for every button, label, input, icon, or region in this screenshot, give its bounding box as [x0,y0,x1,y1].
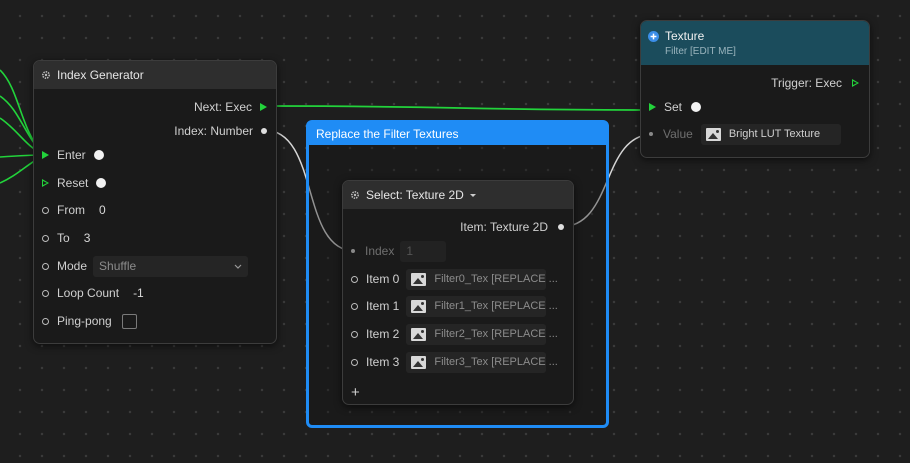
enter-input[interactable]: Enter [34,144,276,166]
trigger-exec-label: Trigger: Exec [771,76,842,90]
reset-input[interactable]: Reset [34,172,276,194]
index-value-field[interactable]: 1 [400,240,447,262]
next-exec-label: Next: Exec [193,100,252,114]
texture-icon [705,127,721,141]
mode-dropdown[interactable]: Shuffle [93,255,249,277]
reset-port[interactable] [42,179,49,187]
index-generator-header[interactable]: Index Generator [34,61,276,89]
next-exec-port[interactable] [260,103,267,111]
from-input[interactable]: From 0 [34,199,276,221]
texture-icon [411,272,427,286]
index-number-output[interactable]: Index: Number [34,120,276,142]
item-0-texture-field[interactable]: Filter0_Tex [REPLACE ... [406,268,558,290]
plus-circle-icon [648,30,659,42]
item-2-input[interactable]: Item 2 Filter2_Tex [REPLACE ... [343,323,573,345]
reset-label: Reset [57,176,89,190]
select-node-header[interactable]: Select: Texture 2D [343,181,573,209]
item-output-port[interactable] [558,224,564,230]
loop-count-input[interactable]: Loop Count -1 [34,282,276,304]
enter-trigger-button[interactable] [93,150,104,160]
ping-pong-label: Ping-pong [57,314,112,328]
to-port[interactable] [42,234,49,242]
loop-count-label: Loop Count [57,286,120,300]
item-output[interactable]: Item: Texture 2D [343,216,573,238]
mode-input[interactable]: Mode Shuffle [34,255,276,277]
set-label: Set [664,100,683,114]
index-port[interactable] [351,249,355,253]
index-label: Index [365,244,395,258]
loop-count-value-field[interactable]: -1 [133,286,144,300]
item-3-value: Filter3_Tex [REPLACE ... [434,356,558,368]
item-3-texture-field[interactable]: Filter3_Tex [REPLACE ... [406,351,558,373]
item-1-port[interactable] [351,302,358,310]
ping-pong-checkbox[interactable] [121,313,137,329]
item-3-port[interactable] [351,358,358,366]
texture-icon [411,327,427,341]
set-port[interactable] [649,103,656,111]
next-exec-output[interactable]: Next: Exec [34,96,276,118]
set-input[interactable]: Set [641,96,869,118]
group-title[interactable]: Replace the Filter Textures [309,123,606,145]
item-0-label: Item 0 [366,272,400,286]
index-generator-node[interactable]: Index Generator Next: Exec Index: Number… [33,60,277,344]
exec-wire-next-to-set [267,105,653,111]
enter-port[interactable] [42,151,49,159]
trigger-exec-output[interactable]: Trigger: Exec [641,72,869,94]
texture-icon [411,355,427,369]
enter-label: Enter [57,148,86,162]
texture-icon [411,299,427,313]
ping-pong-port[interactable] [42,317,49,325]
texture-node-header[interactable]: Texture Filter [EDIT ME] [641,21,869,65]
add-item-button[interactable]: + [351,383,360,401]
from-label: From [57,203,85,217]
from-port[interactable] [42,206,49,214]
item-1-input[interactable]: Item 1 Filter1_Tex [REPLACE ... [343,295,573,317]
value-texture-name: Bright LUT Texture [728,128,821,140]
to-value-field[interactable]: 3 [83,231,91,245]
item-1-label: Item 1 [366,299,400,313]
index-number-port[interactable] [261,128,267,134]
to-input[interactable]: To 3 [34,227,276,249]
texture-node-title: Texture [665,29,705,43]
mode-label: Mode [57,259,88,273]
item-1-texture-field[interactable]: Filter1_Tex [REPLACE ... [406,295,558,317]
gear-icon[interactable] [41,70,51,80]
item-2-port[interactable] [351,330,358,338]
texture-node-subtitle: Filter [EDIT ME] [665,46,736,57]
mode-port[interactable] [42,262,49,270]
gear-icon[interactable] [350,190,360,200]
reset-trigger-button[interactable] [96,178,107,188]
item-2-label: Item 2 [366,327,400,341]
index-generator-title: Index Generator [57,68,144,82]
ping-pong-input[interactable]: Ping-pong [34,310,276,332]
index-value: 1 [406,244,414,258]
value-port[interactable] [649,132,653,136]
item-3-input[interactable]: Item 3 Filter3_Tex [REPLACE ... [343,351,573,373]
item-3-label: Item 3 [366,355,400,369]
from-value-field[interactable]: 0 [99,203,106,217]
texture-node[interactable]: Texture Filter [EDIT ME] Trigger: Exec S… [640,20,870,158]
item-output-label: Item: Texture 2D [460,220,548,234]
chevron-down-icon [234,264,242,269]
trigger-exec-port[interactable] [852,79,859,87]
index-number-label: Index: Number [174,124,253,138]
value-texture-field[interactable]: Bright LUT Texture [700,123,841,145]
item-0-input[interactable]: Item 0 Filter0_Tex [REPLACE ... [343,268,573,290]
caret-down-icon[interactable] [469,193,477,198]
index-input[interactable]: Index 1 [343,240,573,262]
item-1-value: Filter1_Tex [REPLACE ... [434,300,558,312]
item-2-value: Filter2_Tex [REPLACE ... [434,328,558,340]
loop-count-port[interactable] [42,289,49,297]
mode-selected-value: Shuffle [99,259,137,273]
value-input[interactable]: Value Bright LUT Texture [641,123,869,145]
to-label: To [57,231,70,245]
item-0-value: Filter0_Tex [REPLACE ... [434,273,558,285]
set-trigger-button[interactable] [691,102,702,112]
select-texture-node[interactable]: Select: Texture 2D Item: Texture 2D Inde… [342,180,574,405]
item-2-texture-field[interactable]: Filter2_Tex [REPLACE ... [406,323,558,345]
select-node-title: Select: Texture 2D [366,188,464,202]
value-label: Value [663,127,693,141]
item-0-port[interactable] [351,275,358,283]
